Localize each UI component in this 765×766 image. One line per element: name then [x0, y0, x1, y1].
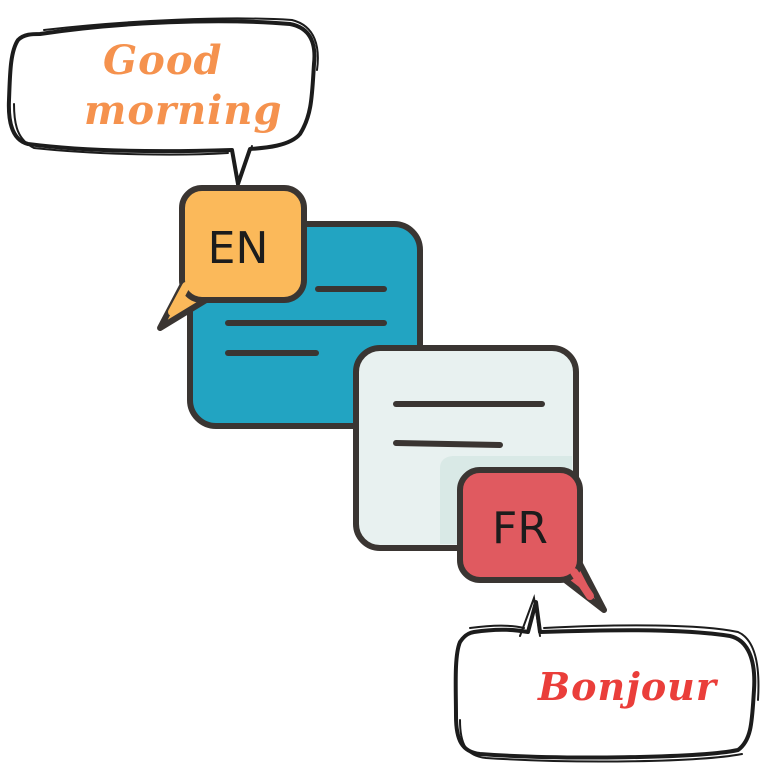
french-greeting-text: Bonjour — [537, 664, 719, 709]
english-greeting-bubble: Good morning — [6, 17, 319, 189]
english-greeting-line1: Good — [103, 37, 223, 84]
en-language-badge: EN — [157, 185, 307, 331]
english-greeting-line2: morning — [84, 87, 282, 134]
french-greeting-bubble: Bonjour — [453, 594, 760, 763]
fr-language-badge: FR — [457, 467, 607, 613]
en-language-code: EN — [208, 223, 269, 274]
fr-language-code: FR — [492, 503, 548, 554]
